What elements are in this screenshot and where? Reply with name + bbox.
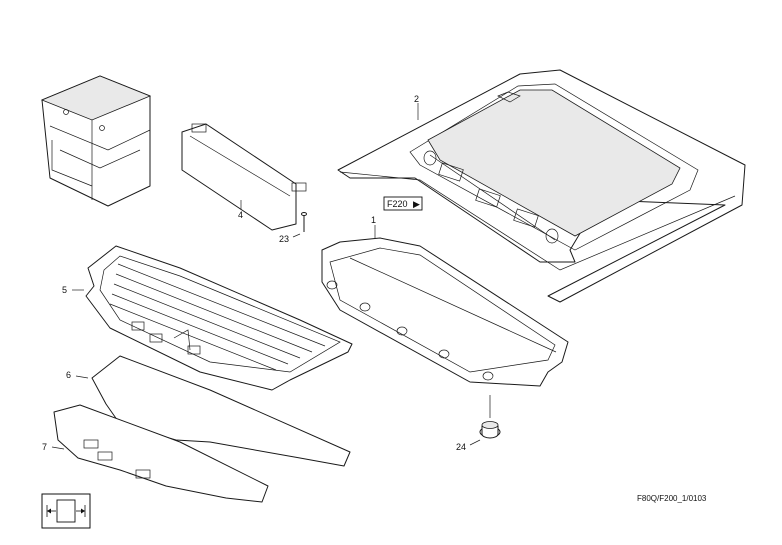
part-24-grommet xyxy=(479,395,501,439)
callout-23: 23 xyxy=(279,234,289,244)
reference-label: F220 xyxy=(387,199,408,209)
reference-arrow-icon: ▶ xyxy=(413,199,420,209)
reference-box-f220[interactable]: F220 ▶ xyxy=(383,196,423,211)
part-4-flap xyxy=(181,123,307,231)
component-box-icon xyxy=(41,493,91,529)
leader-23 xyxy=(292,233,301,238)
callout-2: 2 xyxy=(414,94,419,104)
callout-7: 7 xyxy=(42,442,47,452)
callout-5: 5 xyxy=(62,285,67,295)
drawing-code: F80Q/F200_1/0103 xyxy=(637,494,707,503)
callout-1: 1 xyxy=(371,215,376,225)
leader-7 xyxy=(51,446,65,450)
part-7-lower-mat xyxy=(53,404,269,503)
width-arrows-icon xyxy=(46,505,86,517)
callout-4: 4 xyxy=(238,210,243,220)
callout-6: 6 xyxy=(66,370,71,380)
part-5-tray xyxy=(85,245,353,391)
leader-24 xyxy=(469,439,481,446)
part-6-mat xyxy=(91,355,351,467)
part-23-screw xyxy=(301,212,307,232)
part-2-headliner xyxy=(337,69,746,303)
part-1-load-floor xyxy=(321,237,569,387)
callout-24: 24 xyxy=(456,442,466,452)
leader-6 xyxy=(75,375,89,379)
part-storage-box xyxy=(40,75,152,207)
